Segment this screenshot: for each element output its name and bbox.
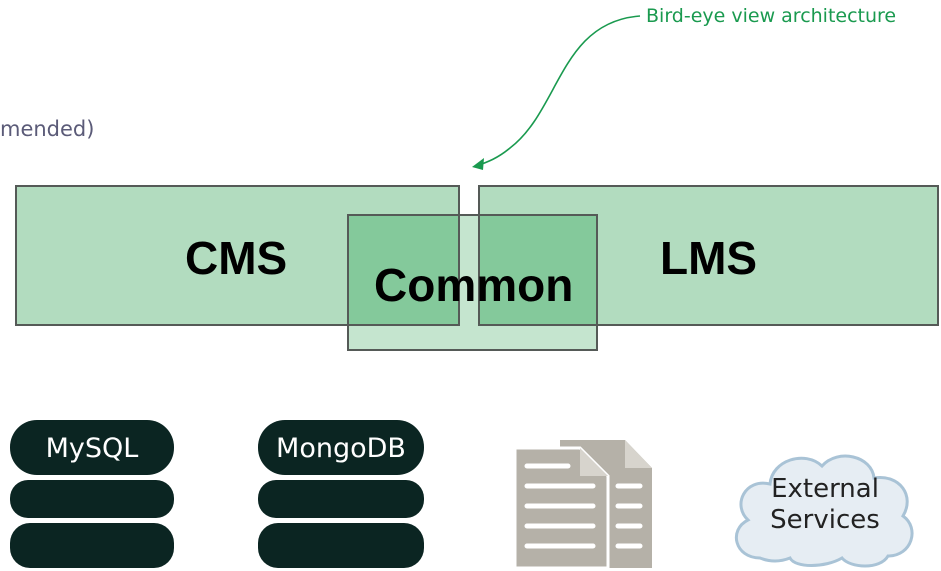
- cms-label: CMS: [185, 232, 288, 284]
- mongodb-database-icon: [258, 420, 424, 568]
- mysql-database-icon: [10, 420, 174, 568]
- mysql-label: MySQL: [45, 433, 139, 464]
- common-label: Common: [374, 259, 574, 311]
- lms-common-overlap: [480, 216, 596, 324]
- mongodb-label: MongoDB: [276, 433, 406, 464]
- common-box-outline: [347, 214, 598, 351]
- external-line: External: [771, 474, 879, 504]
- cms-common-overlap: [349, 216, 458, 324]
- documents-icon: [513, 440, 652, 570]
- cms-box-outline: [15, 185, 460, 326]
- lms-label: LMS: [660, 232, 758, 284]
- services-line: Services: [770, 505, 880, 536]
- cloud-icon: [735, 454, 914, 568]
- lms-box-outline: [478, 185, 939, 326]
- external-services-label: External Services: [740, 474, 910, 536]
- annotation-arrow: [475, 15, 641, 167]
- annotation-label: Bird-eye view architecture: [646, 5, 897, 27]
- partial-text: mended): [0, 117, 95, 141]
- annotation-arrowhead: [472, 158, 484, 170]
